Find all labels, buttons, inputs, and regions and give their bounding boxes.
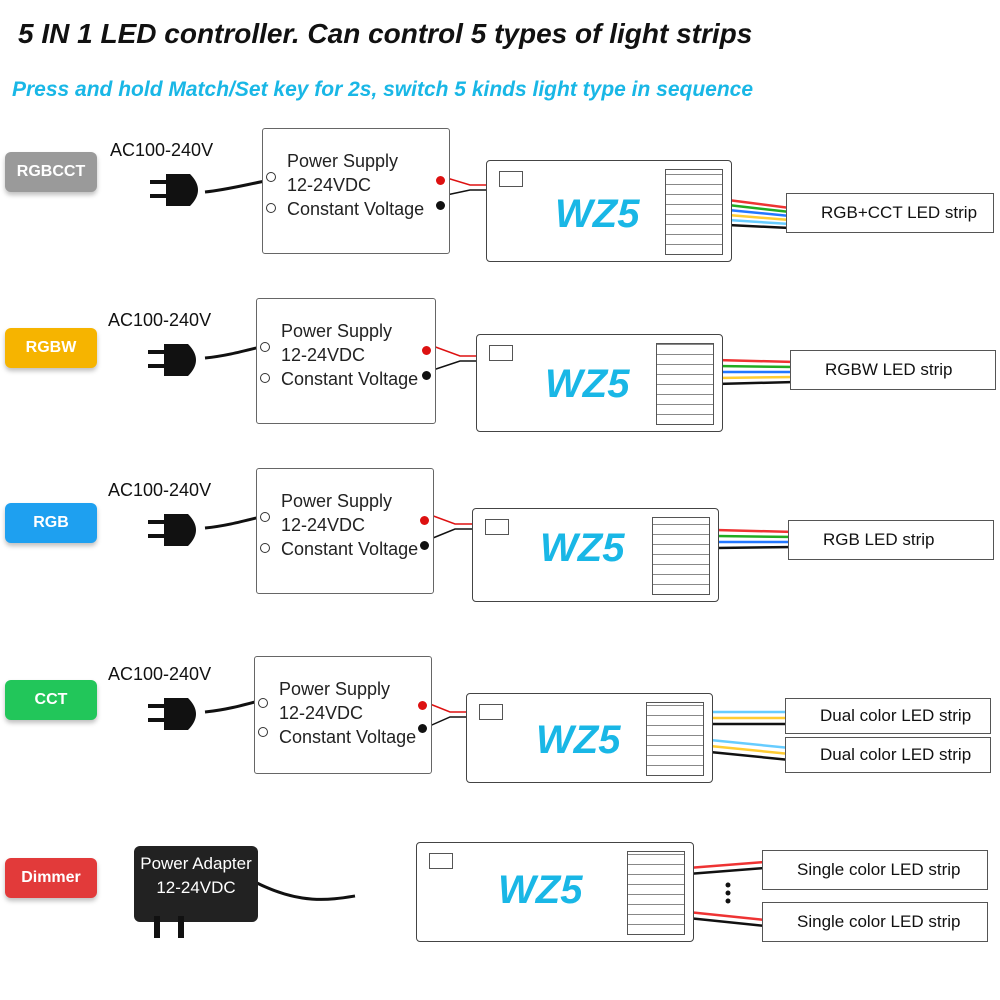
psu-negative-terminal xyxy=(420,540,429,550)
mode-badge-rgb: RGB xyxy=(5,503,97,543)
controller-model-label: WZ5 xyxy=(536,718,621,762)
plug-icon xyxy=(150,170,206,210)
power-supply-line: 12-24VDC xyxy=(281,515,366,535)
input-terminal xyxy=(429,853,453,869)
power-supply-line: Power Supply xyxy=(279,679,391,699)
psu-positive-terminal xyxy=(422,346,431,356)
psu-positive-terminal xyxy=(418,701,427,711)
power-supply-label: Power Supply 12-24VDC Constant Voltage xyxy=(287,149,424,221)
psu-negative-terminal xyxy=(418,724,427,734)
led-strip-name: Single color LED strip xyxy=(797,912,961,931)
psu-positive-terminal xyxy=(420,516,429,526)
power-supply-line: Constant Voltage xyxy=(281,369,419,389)
power-supply: Power Supply 12-24VDC Constant Voltage xyxy=(262,128,450,254)
output-terminal-block xyxy=(656,343,714,425)
power-supply-line: Constant Voltage xyxy=(287,199,425,219)
adapter-prongs-icon xyxy=(152,916,192,940)
power-adapter-line: 12-24VDC xyxy=(156,878,236,897)
input-terminal xyxy=(479,704,503,720)
output-terminal-block xyxy=(646,702,704,776)
psu-input-terminal xyxy=(258,697,268,708)
power-supply-line: Power Supply xyxy=(281,491,393,511)
output-terminal-block xyxy=(665,169,723,255)
wz5-controller xyxy=(476,334,723,432)
power-adapter-line: Power Adapter xyxy=(140,854,252,873)
power-supply-line: 12-24VDC xyxy=(281,345,366,365)
output-terminal-block xyxy=(627,851,685,935)
controller-model-label: WZ5 xyxy=(498,868,583,912)
black-wire xyxy=(424,716,470,729)
black-wire xyxy=(429,360,480,372)
power-supply-line: Constant Voltage xyxy=(279,727,417,747)
psu-negative-terminal xyxy=(436,200,445,210)
red-wire xyxy=(429,344,480,357)
psu-positive-terminal xyxy=(436,176,445,186)
output-terminal-block xyxy=(652,517,710,595)
controller-model-label: WZ5 xyxy=(540,526,625,570)
power-supply-line: 12-24VDC xyxy=(287,175,372,195)
psu-input-terminal xyxy=(266,203,276,214)
power-adapter: Power Adapter 12-24VDC xyxy=(134,846,258,922)
power-supply-label: Power Supply 12-24VDC Constant Voltage xyxy=(279,677,416,749)
wz5-controller xyxy=(466,693,713,783)
power-supply-line: Power Supply xyxy=(287,151,399,171)
power-supply-line: Power Supply xyxy=(281,321,393,341)
wz5-controller xyxy=(472,508,719,602)
controller-model-label: WZ5 xyxy=(555,192,640,236)
power-supply-label: Power Supply 12-24VDC Constant Voltage xyxy=(281,319,418,391)
psu-input-terminal xyxy=(260,512,270,523)
power-supply-line: 12-24VDC xyxy=(279,703,364,723)
plug-icon xyxy=(148,694,204,734)
input-voltage-label: AC100-240V xyxy=(110,140,214,160)
psu-input-terminal xyxy=(260,342,270,353)
mains-cable xyxy=(204,178,271,194)
psu-input-terminal xyxy=(260,373,270,384)
input-terminal xyxy=(499,171,523,187)
led-strip-name: Dual color LED strip xyxy=(820,706,972,725)
psu-input-terminal xyxy=(260,543,270,554)
wz5-controller xyxy=(486,160,732,262)
led-strip-label: Single color LED strip xyxy=(762,850,988,890)
mode-badge-rgbcct: RGBCCT xyxy=(5,152,97,192)
dc-cable xyxy=(254,880,356,901)
plug-icon xyxy=(148,510,204,550)
led-strip-label: RGBW LED strip xyxy=(790,350,996,390)
diagram-subtitle: Press and hold Match/Set key for 2s, swi… xyxy=(12,78,754,101)
power-supply: Power Supply 12-24VDC Constant Voltage xyxy=(254,656,432,774)
led-strip-name: Dual color LED strip xyxy=(820,745,972,764)
red-wire xyxy=(427,513,475,525)
power-supply: Power Supply 12-24VDC Constant Voltage xyxy=(256,298,436,424)
mode-badge-dimmer: Dimmer xyxy=(5,858,97,898)
led-strip-label: RGB LED strip xyxy=(788,520,994,560)
controller-model-label: WZ5 xyxy=(545,362,630,406)
power-supply: Power Supply 12-24VDC Constant Voltage xyxy=(256,468,434,594)
power-supply-label: Power Supply 12-24VDC Constant Voltage xyxy=(281,489,418,561)
led-strip-label: Single color LED strip xyxy=(762,902,988,942)
input-terminal xyxy=(489,345,513,361)
psu-input-terminal xyxy=(266,172,276,183)
wz5-controller xyxy=(416,842,694,942)
power-supply-line: Constant Voltage xyxy=(281,539,419,559)
diagram-title: 5 IN 1 LED controller. Can control 5 typ… xyxy=(18,18,753,49)
led-strip-name: RGB LED strip xyxy=(823,530,935,549)
input-terminal xyxy=(485,519,509,535)
mode-badge-cct: CCT xyxy=(5,680,97,720)
led-strip-label: Dual color LED strip xyxy=(785,737,991,773)
black-wire xyxy=(427,528,475,541)
led-strip-name: Single color LED strip xyxy=(797,860,961,879)
input-voltage-label: AC100-240V xyxy=(108,310,212,330)
led-strip-label: Dual color LED strip xyxy=(785,698,991,734)
mode-badge-rgbw: RGBW xyxy=(5,328,97,368)
red-wire xyxy=(424,701,470,713)
input-voltage-label: AC100-240V xyxy=(108,480,212,500)
plug-icon xyxy=(148,340,204,380)
psu-negative-terminal xyxy=(422,370,431,380)
led-strip-name: RGBW LED strip xyxy=(825,360,953,379)
psu-input-terminal xyxy=(258,726,268,737)
led-strip-name: RGB+CCT LED strip xyxy=(821,203,978,222)
led-strip-label: RGB+CCT LED strip xyxy=(786,193,994,233)
input-voltage-label: AC100-240V xyxy=(108,664,212,684)
